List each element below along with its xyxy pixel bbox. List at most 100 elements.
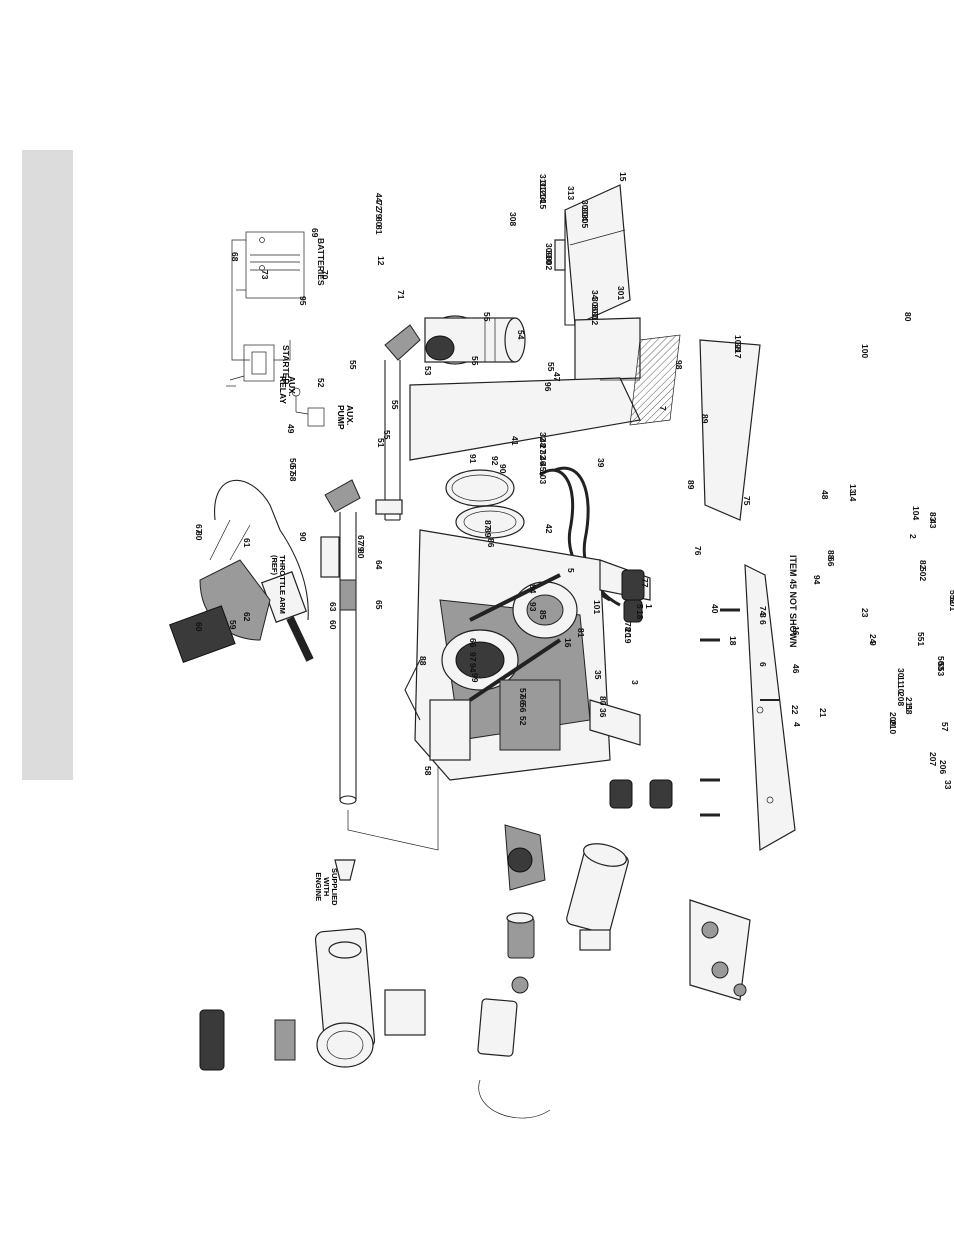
callout-label: 91 (468, 454, 478, 464)
callout-label: 313 (566, 186, 576, 200)
callout-label: 10 (896, 684, 906, 694)
pipe-elbow-52b (384, 324, 421, 361)
throttle-linkage (169, 480, 314, 663)
callout-label: 59 (228, 620, 238, 630)
callout-label: 8 (758, 613, 768, 618)
callout-label: 89 (700, 414, 710, 424)
callout-label: 315 (538, 195, 548, 209)
callout-label: 57 (288, 465, 298, 475)
callout-label: 55 (546, 362, 556, 372)
callout-label: 2 (908, 534, 918, 539)
callout-label: 81 (576, 628, 586, 638)
page-side-tab (22, 150, 73, 780)
callout-label: 17 (733, 349, 743, 359)
callout-label: 49 (286, 424, 296, 434)
callout-label: 61 (242, 538, 252, 548)
control-box (689, 899, 751, 1001)
callout-label: 307 (590, 304, 600, 318)
callout-label: 20 (623, 628, 633, 638)
solenoid (477, 976, 551, 1119)
note-supplied-with-engine: SUPPLIED WITH ENGINE (314, 868, 339, 906)
callout-label: 56 (518, 703, 528, 713)
callout-label: 51 (376, 438, 386, 448)
callout-label: 60 (328, 620, 338, 630)
muffler (199, 859, 426, 1071)
callout-label: 30 (896, 668, 906, 678)
callout-label: 66 (826, 557, 836, 567)
pipe-elbow-52 (324, 479, 361, 513)
callout-label: 58 (423, 766, 433, 776)
callout-label: 34 (590, 290, 600, 300)
callout-label: 65 (374, 600, 384, 610)
callout-label: 47 (552, 372, 562, 382)
callout-label: 66 (518, 695, 528, 705)
callout-label: 66 (468, 638, 478, 648)
callout-label: 552 (948, 590, 954, 604)
callout-label: 81 (374, 225, 384, 235)
callout-label: 92 (490, 456, 500, 466)
callout-label: 55 (382, 430, 392, 440)
callout-label: 53 (423, 366, 433, 376)
callout-label: 52 (518, 716, 528, 726)
callout-label: 58 (288, 472, 298, 482)
callout-label: 39 (596, 458, 606, 468)
callout-label: 55 (470, 356, 480, 366)
callout-label: 83 (928, 512, 938, 522)
callout-label: 94 (468, 663, 478, 673)
callout-label: 46 (791, 664, 801, 674)
callout-label: 67 (194, 524, 204, 534)
callout-label: 4 (792, 722, 802, 727)
callout-label: 55 (390, 400, 400, 410)
label-starter: STARTER (281, 345, 291, 385)
callout-label: 503 (936, 656, 946, 670)
callout-label: 312 (538, 181, 548, 195)
callout-label: 210 (888, 720, 898, 734)
callout-label: 76 (693, 546, 703, 556)
callout-label: 74 (758, 606, 768, 616)
callout-label: 309 (544, 243, 554, 257)
note-aux-pump: AUX. PUMP (336, 405, 355, 430)
callout-label: 21 (818, 708, 828, 718)
note-item45: ITEM 45 NOT SHOWN (788, 555, 798, 648)
callout-label: 60 (194, 622, 204, 632)
callout-label: 209 (888, 712, 898, 726)
callout-label: 48 (820, 490, 830, 500)
callout-label: 87 (483, 520, 493, 530)
callout-label: 15 (618, 172, 628, 182)
callout-label: 99 (470, 673, 480, 683)
callout-label: 58 (904, 705, 914, 715)
callout-label: 32 (538, 432, 548, 442)
callout-label: 18 (728, 636, 738, 646)
callout-label: 301 (616, 286, 626, 300)
callout-label: 104 (911, 506, 921, 520)
callout-label: 32 (538, 450, 548, 460)
callout-label: 93 (528, 602, 538, 612)
callout-label: 19 (623, 634, 633, 644)
engine-block (404, 529, 611, 781)
callout-label: 94 (812, 575, 822, 585)
callout-label: 1 (644, 604, 654, 609)
callout-label: 18 (635, 610, 645, 620)
callout-label: 312 (590, 311, 600, 325)
callout-label: 5 (635, 604, 645, 609)
callout-label: 80 (598, 696, 608, 706)
callout-label: 43 (928, 519, 938, 529)
filter-rings (445, 469, 525, 539)
callout-label: 33 (943, 780, 953, 790)
callout-label: 64 (374, 560, 384, 570)
callout-label: 100 (860, 344, 870, 358)
callout-label: 98 (674, 360, 684, 370)
aux-pump-symbol (307, 407, 325, 427)
callout-label: 16 (791, 626, 801, 636)
electrical-schematic (226, 231, 325, 427)
callout-label: 36 (598, 708, 608, 718)
callout-label: 86 (486, 538, 496, 548)
callout-label: 14 (848, 492, 858, 502)
callout-label: 72 (374, 201, 384, 211)
callout-label: 62 (242, 612, 252, 622)
callout-label: 6 (758, 662, 768, 667)
callout-label: 102 (733, 335, 743, 349)
callout-label: 40 (710, 604, 720, 614)
mounting-straps (600, 334, 761, 521)
